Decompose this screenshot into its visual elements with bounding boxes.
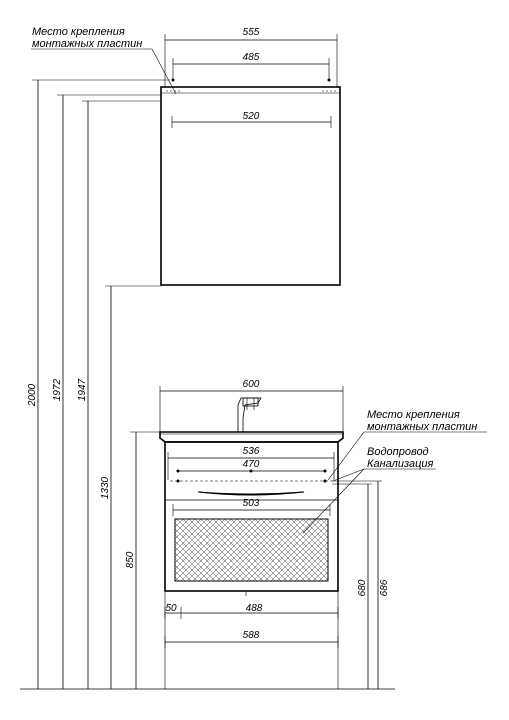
dim-850: 850 bbox=[125, 551, 136, 568]
vanity: 600 536 470 503 50 488 588 bbox=[159, 379, 487, 689]
dim-555: 555 bbox=[243, 27, 260, 38]
dim-1947: 1947 bbox=[77, 378, 88, 401]
dim-686: 686 bbox=[379, 579, 390, 596]
dim-50: 50 bbox=[165, 603, 177, 614]
vertical-dimensions: 2000 1972 1947 1330 850 bbox=[27, 79, 170, 689]
dim-470: 470 bbox=[243, 459, 260, 470]
drawer-mesh-panel bbox=[174, 518, 329, 582]
dim-2000: 2000 bbox=[27, 383, 38, 407]
mirror-mount-note-line2: монтажных пластин bbox=[32, 38, 142, 50]
dim-488: 488 bbox=[246, 603, 263, 614]
basin-top bbox=[159, 431, 344, 443]
vanity-mount-note-line2: монтажных пластин bbox=[367, 421, 477, 433]
dim-600: 600 bbox=[243, 379, 260, 390]
mirror-cabinet-body bbox=[160, 86, 341, 286]
mirror-mount-note-line1: Место крепления bbox=[32, 26, 125, 38]
vanity-body bbox=[164, 441, 339, 592]
dim-1972: 1972 bbox=[52, 378, 63, 401]
dim-536: 536 bbox=[243, 446, 260, 457]
water-supply-note: Водопровод bbox=[367, 446, 429, 458]
mirror-cabinet: 555 485 520 Место крепления монтажных пл… bbox=[31, 26, 341, 286]
sewer-note: Канализация bbox=[367, 458, 433, 470]
dim-485: 485 bbox=[243, 52, 260, 63]
drawer-handle bbox=[197, 491, 305, 496]
faucet-icon bbox=[237, 397, 262, 433]
dim-588: 588 bbox=[243, 630, 260, 641]
dim-520: 520 bbox=[243, 111, 260, 122]
dim-1330: 1330 bbox=[100, 476, 111, 499]
dim-680: 680 bbox=[357, 579, 368, 596]
vanity-mount-note-line1: Место крепления bbox=[367, 409, 460, 421]
dim-503: 503 bbox=[243, 498, 260, 509]
